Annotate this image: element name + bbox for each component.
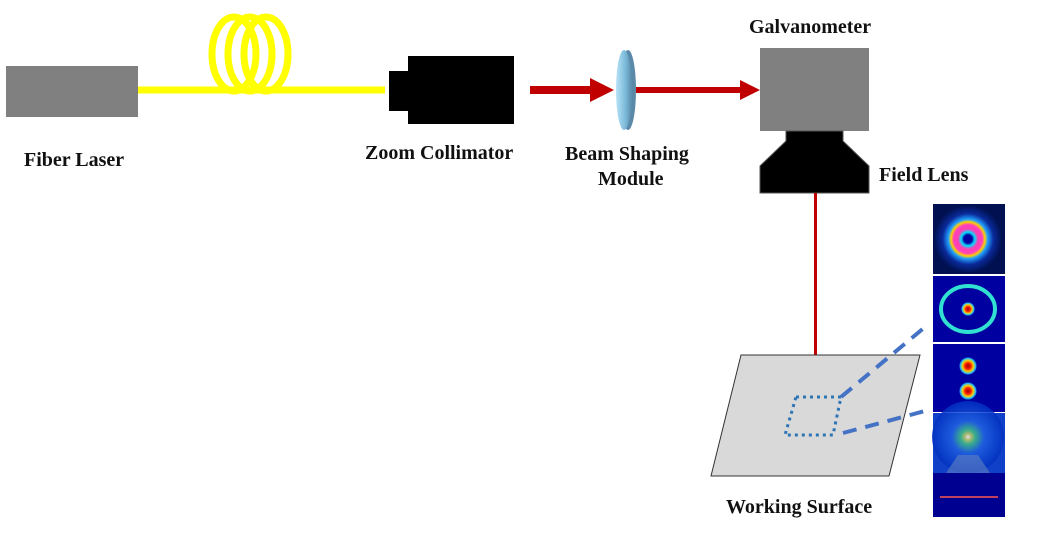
beam-arrow-2 xyxy=(636,80,760,100)
beam-profile-panels xyxy=(932,204,1005,517)
callout-lines xyxy=(839,325,927,435)
fiber-cable xyxy=(138,13,385,95)
beam-arrow-1 xyxy=(530,78,614,102)
galvanometer-body xyxy=(760,48,869,131)
working-surface-label: Working Surface xyxy=(726,496,873,518)
zoom-collimator-label: Zoom Collimator xyxy=(365,142,514,164)
profile-ring-donut xyxy=(933,204,1005,274)
fiber-laser-body xyxy=(6,66,138,117)
working-surface xyxy=(710,354,921,477)
profile-ring-with-spot xyxy=(933,276,1005,342)
beam-shaping-lens xyxy=(616,50,636,130)
profile-bessel xyxy=(932,401,1005,517)
profile-two-spots xyxy=(933,344,1005,412)
scan-region xyxy=(783,395,843,437)
field-lens-label: Field Lens xyxy=(879,164,969,186)
fiber-laser-label: Fiber Laser xyxy=(24,149,125,171)
beam-shaping-label-1: Beam Shaping xyxy=(565,143,689,165)
galvanometer-label: Galvanometer xyxy=(749,16,872,38)
zoom-collimator xyxy=(389,56,514,124)
beam-shaping-label-2: Module xyxy=(598,168,664,190)
field-lens xyxy=(759,130,870,194)
